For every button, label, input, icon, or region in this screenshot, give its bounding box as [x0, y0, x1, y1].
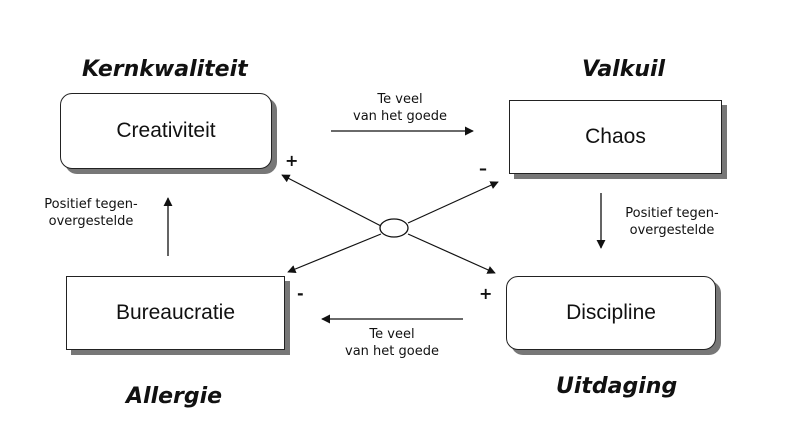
note-bottom-arrow: Te veel van het goede: [322, 326, 462, 360]
note-right-line1: Positief tegen-: [625, 206, 719, 221]
sign-plus-top-left: +: [285, 151, 299, 170]
note-bottom-line2: van het goede: [345, 344, 439, 359]
sign-minus-bottom-left: -: [297, 284, 304, 303]
note-top-arrow: Te veel van het goede: [330, 91, 470, 125]
sign-minus-top-right: –: [479, 159, 487, 178]
box-chaos: Chaos: [509, 100, 722, 174]
heading-kernkwaliteit: Kernkwaliteit: [82, 57, 248, 82]
diagonal-to-top-left: [281, 174, 382, 227]
heading-valkuil: Valkuil: [582, 57, 666, 82]
note-right-arrow: Positief tegen- overgestelde: [607, 205, 737, 239]
heading-uitdaging: Uitdaging: [556, 374, 678, 399]
note-top-line1: Te veel: [377, 92, 423, 107]
note-right-line2: overgestelde: [629, 223, 715, 238]
note-top-line2: van het goede: [353, 109, 447, 124]
box-discipline: Discipline: [506, 276, 716, 350]
center-ellipse: [379, 218, 409, 238]
sign-plus-bottom-right: +: [479, 284, 493, 303]
note-left-line1: Positief tegen-: [44, 197, 138, 212]
note-left-line2: overgestelde: [48, 214, 134, 229]
diagonal-to-top-right: [407, 181, 499, 224]
box-bureaucratie: Bureaucratie: [66, 276, 285, 350]
note-left-arrow: Positief tegen- overgestelde: [26, 196, 156, 230]
diagonal-to-bottom-left: [287, 233, 382, 274]
note-bottom-line1: Te veel: [369, 327, 415, 342]
heading-allergie: Allergie: [126, 384, 223, 409]
diagonal-to-bottom-right: [407, 233, 496, 274]
box-creativiteit: Creativiteit: [60, 93, 272, 169]
